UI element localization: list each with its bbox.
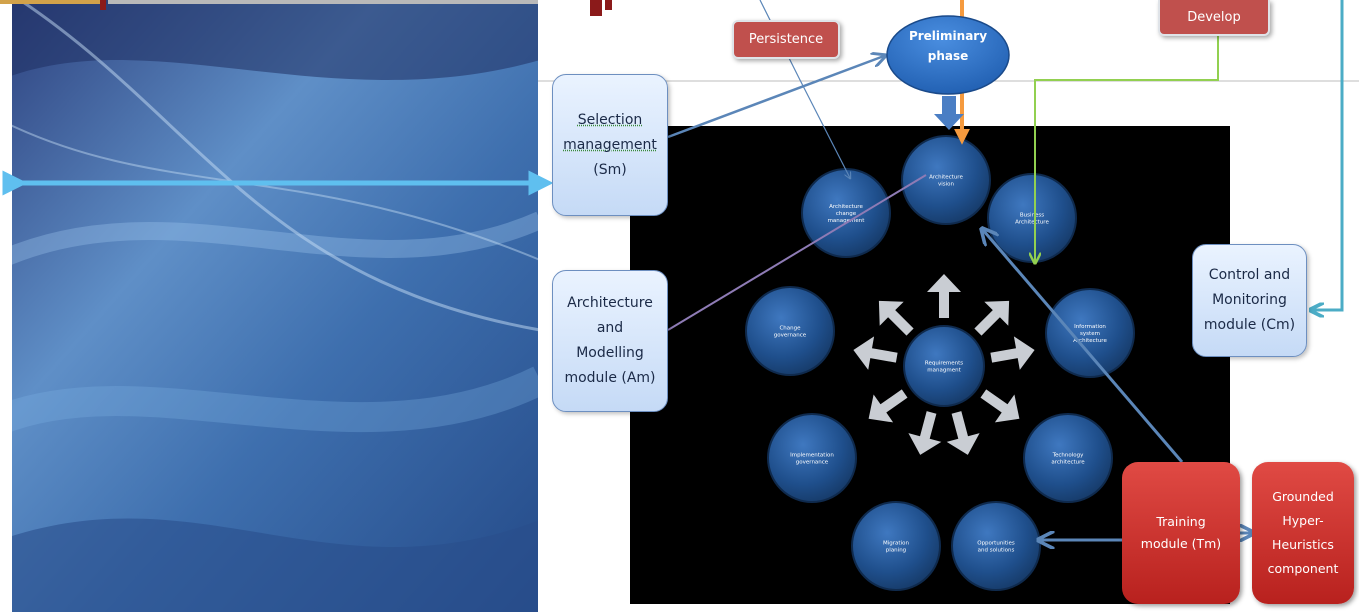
phase-circle-migration <box>851 501 941 591</box>
grounded-line1: Grounded <box>1272 489 1334 504</box>
training-line1: Training <box>1156 514 1206 529</box>
preliminary-down-arrow <box>934 96 964 130</box>
persistence-label: Persistence <box>748 32 824 47</box>
phase-circle-center <box>903 325 985 407</box>
architecture-line4: module (Am) <box>564 370 656 386</box>
ring-arrows <box>853 274 1035 455</box>
persistence-box: Persistence <box>732 20 840 59</box>
selection-line3: (Sm) <box>593 161 627 178</box>
selection-line2: management <box>563 136 657 153</box>
architecture-modelling-box: Architecture and Modelling module (Am) <box>552 270 668 412</box>
grounded-line3: Heuristics <box>1272 537 1334 552</box>
training-module-box: Training module (Tm) <box>1122 462 1240 604</box>
architecture-line1: Architecture <box>567 295 653 311</box>
ring-arrow-9 <box>878 300 914 336</box>
selection-line1: Selection <box>577 111 643 128</box>
phase-circle-implementation <box>767 413 857 503</box>
ring-arrow-5 <box>946 411 980 455</box>
control-feedback-arrow <box>1312 0 1344 310</box>
grounded-line4: component <box>1267 561 1339 576</box>
preliminary-line2: phase <box>928 49 969 63</box>
control-line3: module (Cm) <box>1203 317 1296 333</box>
ring-arrow-6 <box>908 411 942 455</box>
edge-arc <box>0 244 10 326</box>
phase-circle-technology <box>1023 413 1113 503</box>
architecture-line3: Modelling <box>576 345 644 361</box>
ring-arrow-7 <box>868 389 908 423</box>
develop-arrow <box>1035 36 1219 262</box>
control-line2: Monitoring <box>1212 292 1287 308</box>
selection-management-box: Selection management (Sm) <box>552 74 668 216</box>
develop-box: Develop <box>1158 0 1270 36</box>
training-to-vision-arrow <box>983 230 1184 463</box>
architecture-line2: and <box>596 320 624 336</box>
background-panel <box>0 0 547 612</box>
architecture-link-line <box>667 174 927 331</box>
ring-arrow-3 <box>990 336 1035 370</box>
control-line1: Control and <box>1208 267 1291 283</box>
develop-label: Develop <box>1187 9 1241 25</box>
preliminary-line1: Preliminary <box>909 29 987 43</box>
control-monitoring-box: Control and Monitoring module (Cm) <box>1192 244 1307 357</box>
ring-arrow-4 <box>980 389 1020 423</box>
ring-arrow-8 <box>853 336 898 370</box>
top-accent <box>0 0 100 4</box>
preliminary-phase: Preliminary phase <box>886 15 1010 95</box>
phase-circle-change_gov <box>745 286 835 376</box>
training-line2: module (Tm) <box>1140 536 1222 551</box>
grounded-line2: Hyper- <box>1282 513 1324 528</box>
phase-circle-vision <box>901 135 991 225</box>
phase-circle-infosys <box>1045 288 1135 378</box>
grounded-component-box: Grounded Hyper- Heuristics component <box>1252 462 1354 604</box>
ring-arrow-1 <box>927 274 961 318</box>
ring-arrow-2 <box>974 300 1010 336</box>
selection-to-preliminary-arrow <box>667 56 884 139</box>
